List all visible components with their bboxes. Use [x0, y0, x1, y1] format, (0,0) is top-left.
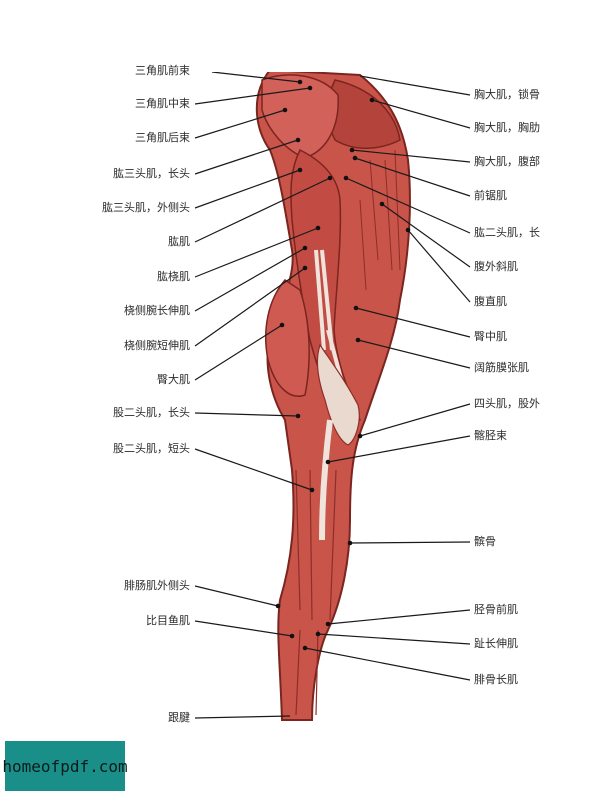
label-posterior-deltoid: 三角肌后束 — [135, 131, 190, 144]
trunk-striations — [359, 149, 401, 291]
watermark-badge: homeofpdf.com — [2, 741, 128, 791]
label-ecr-brevis: 桡侧腕短伸肌 — [124, 339, 190, 352]
label-achilles-tendon: 跟腱 — [168, 711, 190, 724]
gluteus-shape — [265, 279, 310, 397]
label-brachioradialis: 肱桡肌 — [157, 270, 190, 283]
muscle-body — [255, 68, 411, 721]
page-crop-right — [540, 0, 612, 725]
label-biceps-femoris-short: 股二头肌，短头 — [113, 442, 190, 455]
label-quadriceps-vastus-lateralis: 四头肌，股外 — [474, 397, 540, 410]
label-serratus-anterior: 前锯肌 — [474, 189, 507, 202]
label-gastrocnemius-lateral: 腓肠肌外侧头 — [124, 579, 190, 592]
label-pec-abdominal: 胸大肌，腹部 — [474, 155, 540, 168]
label-ecr-longus: 桡侧腕长伸肌 — [124, 304, 190, 317]
label-soleus: 比目鱼肌 — [146, 614, 190, 627]
label-rectus-abdominis: 腹直肌 — [474, 295, 507, 308]
label-biceps-long-head: 肱二头肌，长 — [474, 226, 540, 239]
label-pec-sternocostal: 胸大肌，胸肋 — [474, 121, 540, 134]
hand-shape — [316, 343, 360, 446]
label-middle-deltoid: 三角肌中束 — [135, 97, 190, 110]
leg-striations — [295, 469, 337, 716]
label-gluteus-maximus: 臀大肌 — [157, 373, 190, 386]
label-external-oblique: 腹外斜肌 — [474, 260, 518, 273]
label-tibialis-anterior: 胫骨前肌 — [474, 603, 518, 616]
label-biceps-femoris-long: 股二头肌，长头 — [113, 406, 190, 419]
label-iliotibial-band: 髂胫束 — [474, 429, 507, 442]
label-tensor-fasciae-latae: 阔筋膜张肌 — [474, 361, 529, 374]
label-extensor-digitorum-longus: 趾长伸肌 — [474, 637, 518, 650]
label-peroneus-longus: 腓骨长肌 — [474, 673, 518, 686]
label-patella: 髌骨 — [474, 535, 496, 548]
label-gluteus-medius: 臀中肌 — [474, 330, 507, 343]
leader-dots — [275, 79, 411, 651]
label-pec-clavicular: 胸大肌，锁骨 — [474, 88, 540, 101]
pectoral-shape — [326, 79, 401, 149]
leader-lines — [194, 71, 471, 719]
label-brachialis: 肱肌 — [168, 235, 190, 248]
label-anterior-deltoid: 三角肌前束 — [135, 64, 190, 77]
deltoid-shape — [261, 74, 339, 159]
label-triceps-lateral-head: 肱三头肌，外侧头 — [102, 201, 190, 214]
it-band — [319, 419, 333, 541]
page-crop-top — [0, 0, 612, 72]
watermark-text: homeofpdf.com — [2, 756, 128, 776]
label-triceps-long-head: 肱三头肌，长头 — [113, 167, 190, 180]
